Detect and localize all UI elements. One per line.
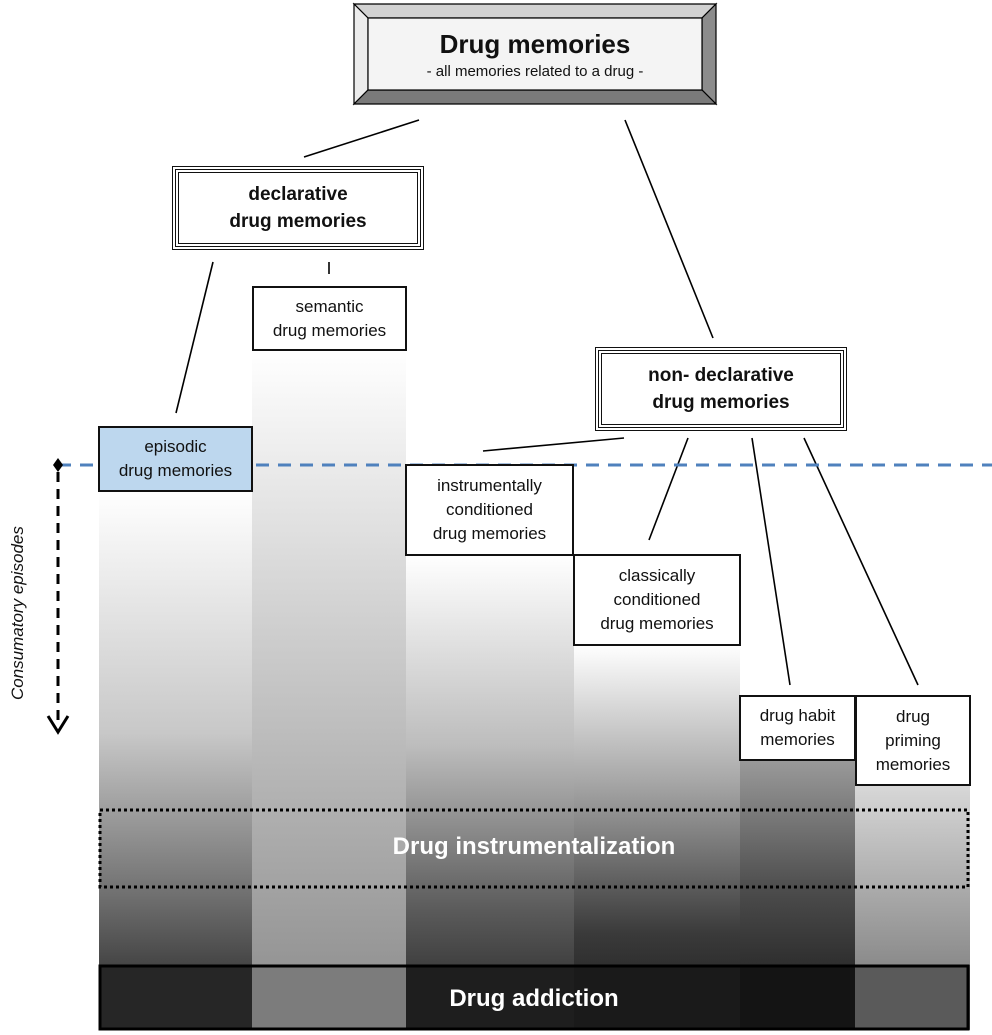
root-node: Drug memories - all memories related to …	[368, 20, 702, 90]
priming-label-line1: drug	[895, 706, 931, 726]
instrumental-label-line2: conditioned	[446, 500, 533, 519]
column-episodic	[99, 490, 252, 1030]
connector-declarative-episodic	[175, 261, 214, 414]
instrumental-node: instrumentally conditioned drug memories	[405, 464, 574, 556]
instrumental-label-line1: instrumentally	[437, 476, 542, 495]
non-declarative-label-line1: non- declarative	[648, 365, 794, 386]
addiction-band-episodic	[99, 965, 252, 1029]
non-declarative-node: non- declarative drug memories	[595, 347, 847, 431]
priming-label-line3: memories	[875, 754, 951, 774]
priming-label-line2: priming	[885, 730, 941, 750]
page-subtitle: - all memories related to a drug -	[426, 63, 644, 80]
semantic-node: semantic drug memories	[252, 286, 407, 351]
instrumental-label-line3: drug memories	[432, 524, 547, 543]
classical-label-line3: drug memories	[600, 614, 714, 633]
declarative-label-line1: declarative	[248, 184, 348, 205]
addiction-band-semantic	[252, 965, 406, 1029]
connector-nondeclarative-classical	[648, 437, 689, 541]
declarative-label-line2: drug memories	[229, 211, 367, 232]
classical-node: classically conditioned drug memories	[573, 554, 741, 646]
episodic-label-line2: drug memories	[118, 461, 233, 480]
connector-root-declarative	[303, 119, 420, 158]
connector-nondeclarative-habit	[751, 437, 791, 686]
addiction-label: Drug addiction	[449, 985, 619, 1012]
priming-node: drug priming memories	[855, 695, 971, 786]
addiction-band-border	[98, 964, 970, 1031]
semantic-label-line1: semantic	[295, 296, 364, 316]
connector-root-nondeclarative	[624, 119, 714, 339]
classical-label-line1: classically	[618, 566, 696, 585]
addiction-band-habit	[740, 965, 855, 1029]
addiction-band-instrumental	[406, 965, 574, 1029]
semantic-label-line2: drug memories	[272, 320, 387, 340]
arrow-head-icon	[46, 715, 70, 735]
instrumentalization-band-border	[98, 808, 970, 889]
classical-label-line2: conditioned	[613, 590, 701, 609]
column-instrumental	[406, 555, 574, 1030]
episodic-node: episodic drug memories	[98, 426, 253, 492]
declarative-node: declarative drug memories	[172, 166, 424, 250]
addiction-band-classical	[574, 965, 740, 1029]
instrumentalization-label: Drug instrumentalization	[392, 833, 676, 860]
root-bevel-frame	[352, 2, 718, 106]
connector-nondeclarative-priming	[803, 437, 919, 686]
addiction-band-priming	[855, 965, 970, 1029]
consumatory-axis-text: Consumatory episodes	[8, 526, 27, 700]
diamond-marker-icon	[53, 458, 63, 472]
non-declarative-label-line2: drug memories	[652, 392, 790, 413]
episodic-label-line1: episodic	[144, 437, 207, 456]
column-semantic	[252, 350, 406, 1030]
habit-label-line1: drug habit	[759, 706, 836, 725]
habit-label-line2: memories	[760, 730, 835, 749]
habit-node: drug habit memories	[739, 695, 856, 761]
page-title: Drug memories	[439, 29, 631, 59]
connector-nondeclarative-instrumental	[482, 437, 625, 452]
